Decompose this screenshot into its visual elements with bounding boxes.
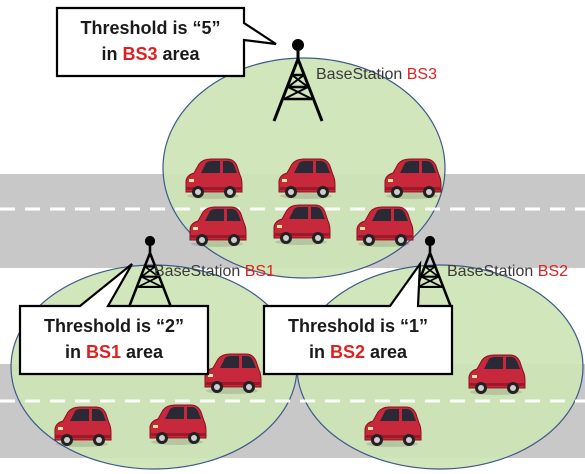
base-station-id: BS1 [244,263,275,280]
callout-bubble-bs3 [55,6,277,78]
callout-bubble-bs2 [262,260,454,376]
area-station-id: BS2 [329,342,365,362]
area-station-id: BS3 [122,44,158,64]
threshold-text: Threshold is “5” [80,18,221,38]
area-suffix: area [126,342,164,362]
base-station-word: BaseStation [447,263,534,280]
threshold-text: Threshold is “2” [43,316,185,336]
callout-bubble-bs1 [18,263,210,376]
area-station-id: BS1 [85,342,121,362]
area-prefix: in [308,342,325,362]
area-line: in BS1 area [20,339,208,365]
area-prefix: in [64,342,81,362]
base-station-word: BaseStation [316,66,403,83]
base-station-label-bs3: BaseStation BS3 [316,66,437,84]
callout-text-bs2: Threshold is “1” in BS2 area [264,313,452,365]
base-station-id: BS2 [537,263,568,280]
callout-text-bs1: Threshold is “2” in BS1 area [20,313,208,365]
threshold-text: Threshold is “1” [287,316,429,336]
area-line: in BS2 area [264,339,452,365]
base-station-id: BS3 [406,66,437,83]
base-station-word: BaseStation [154,263,241,280]
area-suffix: area [162,44,200,64]
area-suffix: area [370,342,408,362]
callout-text-bs3: Threshold is “5” in BS3 area [57,15,244,67]
base-station-label-bs1: BaseStation BS1 [154,263,275,281]
base-station-label-bs2: BaseStation BS2 [447,263,568,281]
area-prefix: in [101,44,118,64]
area-line: in BS3 area [57,41,244,67]
